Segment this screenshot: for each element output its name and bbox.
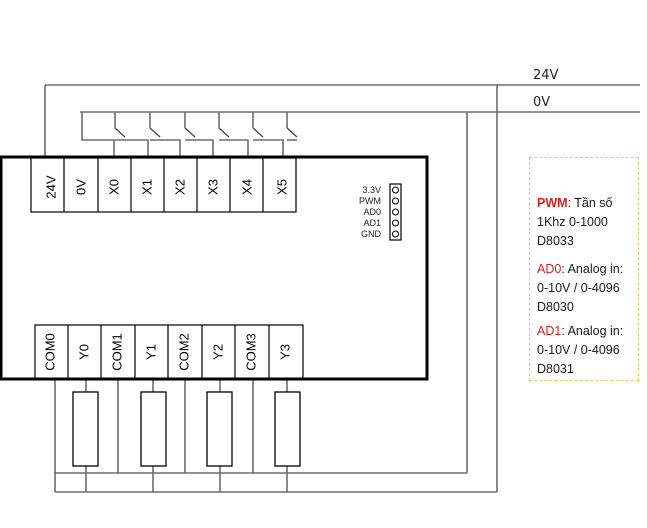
connector-pin-4 — [392, 230, 399, 238]
connector-pin-0 — [392, 186, 399, 194]
expansion-connector — [389, 183, 402, 241]
input-label-6: X4 — [239, 179, 254, 195]
input-leg-2 — [150, 139, 181, 160]
plc-body — [0, 155, 429, 381]
output-label-7: Y3 — [277, 344, 292, 360]
output-label-0: COM0 — [42, 333, 57, 371]
connector-pin-2 — [392, 208, 399, 216]
input-label-5: X3 — [205, 179, 220, 195]
input-label-7: X5 — [274, 179, 289, 195]
pin-notes-box: PWM: Tần số 1Khz 0-1000 D8033 AD0: Analo… — [529, 157, 639, 381]
rail-label-24v: 24V — [533, 68, 559, 83]
input-switch-x1 — [149, 127, 161, 138]
note-ad1-line2: 0-10V / 0-4096 — [537, 343, 620, 357]
load-y2 — [206, 391, 233, 467]
note-pwm-sep: : — [567, 196, 575, 210]
output-label-3: Y1 — [143, 344, 158, 360]
note-ad1-line3: D8031 — [537, 362, 574, 376]
output-label-1: Y0 — [76, 344, 91, 360]
note-pwm-line3: D8033 — [537, 234, 574, 248]
connector-label-1: PWM — [359, 196, 381, 206]
input-leg-4 — [219, 139, 249, 160]
connector-label-4: GND — [361, 229, 382, 239]
note-pwm-key: PWM — [537, 196, 568, 210]
note-ad1-sep: : — [561, 324, 568, 338]
input-label-3: X1 — [139, 179, 154, 195]
note-ad1: AD1: Analog in: 0-10V / 0-4096 D8031 — [537, 322, 643, 379]
connector-pin-3 — [392, 219, 399, 227]
connector-label-0: 3.3V — [362, 185, 381, 195]
note-ad0-line2: 0-10V / 0-4096 — [537, 281, 620, 295]
note-ad0-key: AD0 — [537, 262, 562, 276]
output-label-5: Y2 — [210, 344, 225, 360]
note-ad1-key: AD1 — [537, 324, 562, 338]
connector-label-2: AD0 — [363, 207, 381, 217]
output-label-6: COM3 — [243, 333, 258, 371]
load-y0 — [72, 391, 99, 467]
input-switch-x0 — [114, 127, 126, 138]
input-label-1: 0V — [73, 179, 88, 195]
input-leg-5 — [253, 139, 284, 160]
input-switch-x4 — [252, 127, 264, 138]
input-leg-3 — [185, 139, 214, 160]
connector-label-3: AD1 — [363, 218, 381, 228]
input-leg-1 — [115, 139, 149, 160]
rail-label-0v: 0V — [533, 95, 551, 110]
output-terminal-strip — [34, 324, 304, 380]
note-ad1-line1: Analog in: — [567, 324, 624, 338]
input-switch-x5 — [286, 127, 298, 138]
output-label-2: COM1 — [109, 333, 124, 371]
note-pwm-line1: Tần số — [574, 196, 613, 210]
note-ad0-sep: : — [561, 262, 568, 276]
input-label-0: 24V — [43, 175, 58, 198]
connector-pin-1 — [392, 197, 399, 205]
note-ad0: AD0: Analog in: 0-10V / 0-4096 D8030 — [537, 260, 643, 317]
note-ad0-line3: D8030 — [537, 300, 574, 314]
note-pwm: PWM: Tần số 1Khz 0-1000 D8033 — [537, 194, 643, 251]
input-switch-x3 — [218, 127, 230, 138]
output-label-4: COM2 — [176, 333, 191, 371]
note-pwm-line2: 1Khz 0-1000 — [537, 215, 608, 229]
load-y1 — [140, 391, 167, 467]
input-label-2: X0 — [106, 179, 121, 195]
input-switch-x2 — [184, 127, 196, 138]
note-ad0-line1: Analog in: — [567, 262, 624, 276]
input-tap-x0 — [81, 112, 115, 160]
input-label-4: X2 — [172, 179, 187, 195]
load-y3 — [274, 391, 301, 467]
